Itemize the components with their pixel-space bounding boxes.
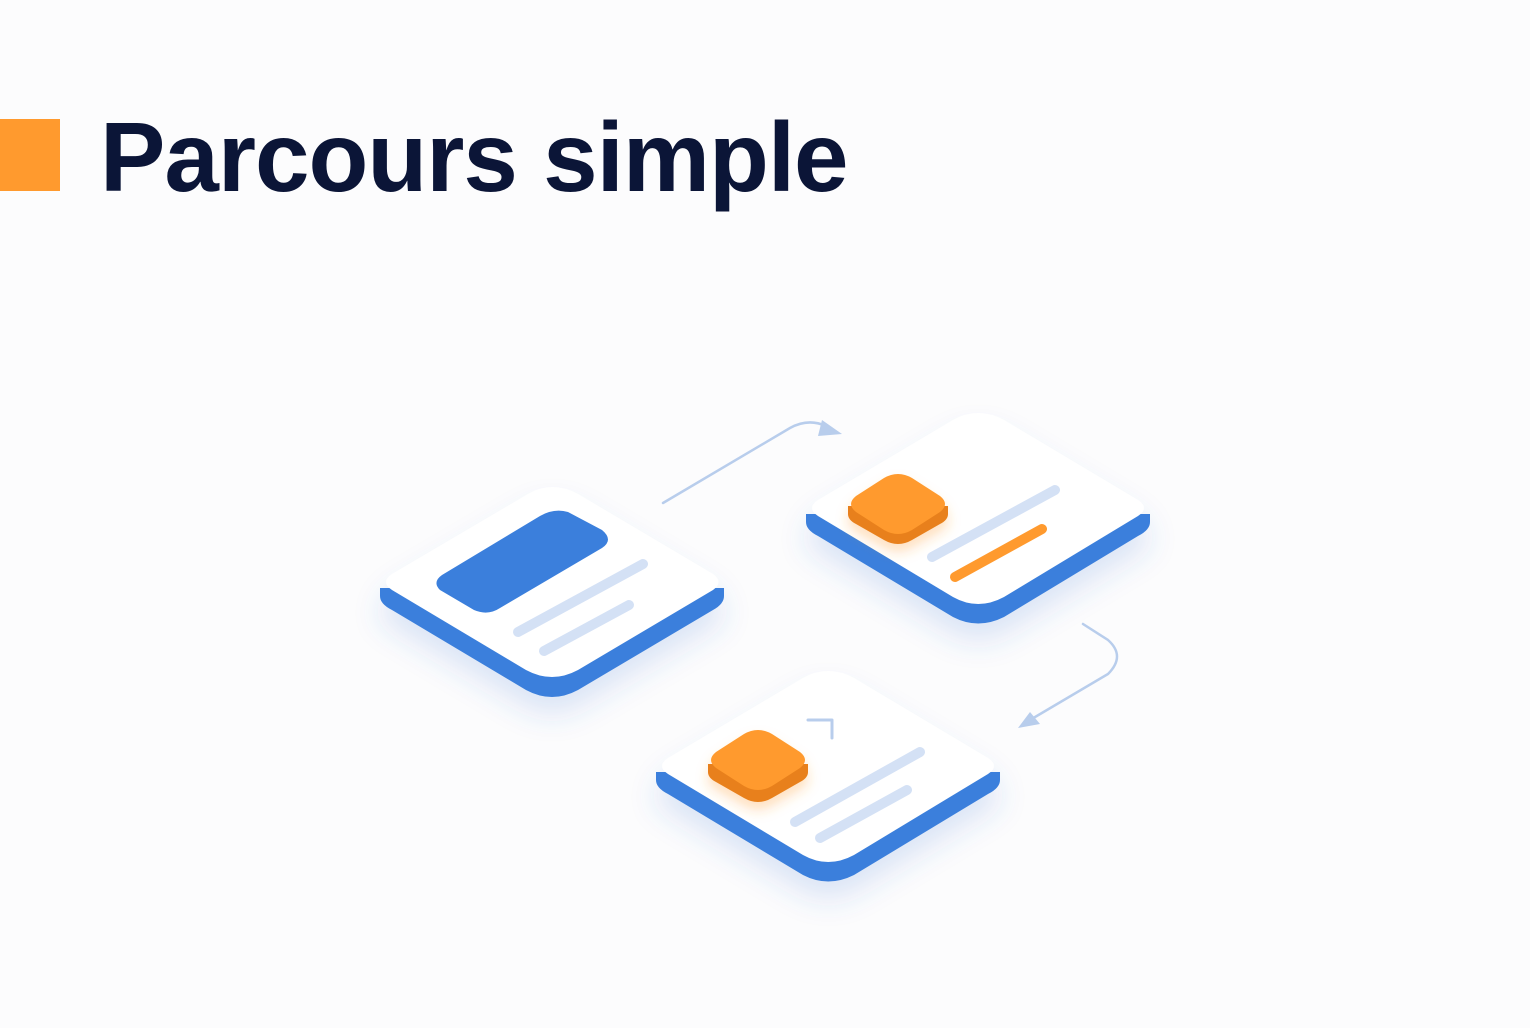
card-3-text-line [815, 785, 912, 843]
chevron-up-icon [806, 718, 834, 740]
orange-square-tile [848, 474, 948, 544]
card-2-text-line [927, 485, 1060, 562]
page-title: Parcours simple [100, 102, 849, 212]
orange-square-tile [708, 730, 808, 802]
arrow-down-left-icon [1018, 712, 1040, 728]
step-card-1 [380, 487, 724, 697]
card-1-text-line [513, 559, 648, 637]
connector-step2-to-step3 [1018, 622, 1119, 728]
blue-banner-block [436, 510, 608, 613]
connector-step1-to-step2 [661, 420, 842, 505]
card-3-text-line [790, 747, 925, 827]
card-2-highlight-line [950, 524, 1047, 582]
arrow-right-icon [818, 420, 842, 436]
title-accent-square [0, 119, 60, 191]
step-card-3 [656, 671, 1000, 882]
step-card-2 [806, 413, 1150, 624]
card-1-text-line [539, 600, 634, 656]
